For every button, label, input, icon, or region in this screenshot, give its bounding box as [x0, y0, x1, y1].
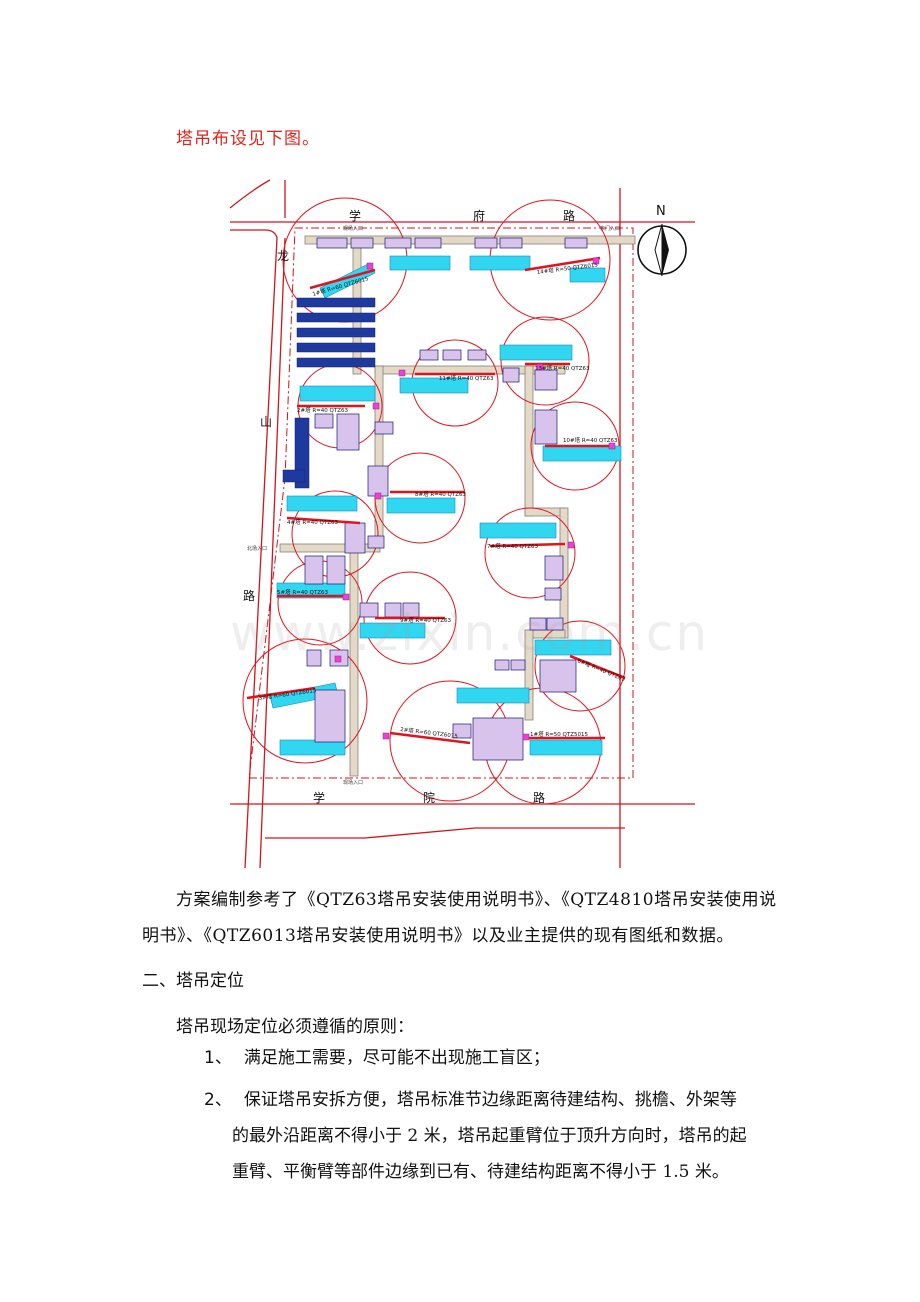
list-text-line-2: 的最外沿距离不得小于 2 米，塔吊起重臂位于顶升方向时，塔吊的起	[232, 1126, 747, 1146]
crane-label: 4#塔 R=40 QTZ63	[287, 518, 338, 526]
road-bottom-char-2: 院	[423, 791, 435, 805]
list-text-line-3: 重臂、平衡臂等部件边缘到已有、待建结构距离不得小于 1.5 米。	[232, 1162, 729, 1182]
crane-label: 2#塔 R=40 QTZ63	[297, 406, 348, 414]
road-top-char-3: 路	[563, 208, 575, 223]
north-label: N	[656, 204, 666, 219]
principle-intro: 塔吊现场定位必须遵循的原则：	[176, 1017, 414, 1037]
list-item: 2、保证塔吊安拆方便，塔吊标准节边缘距离待建结构、挑檐、外架等 的最外沿距离不得…	[204, 1082, 794, 1190]
site-plan-drawing: N 学 府 路 龙 山 路 学 院 路 现场入口 东门入口 北场入口 现场入口 …	[229, 179, 695, 868]
road-top-char-2: 府	[473, 208, 485, 223]
crane-label: 1#塔 R=50 QTZ5015	[530, 730, 588, 738]
list-text: 满足施工需要，尽可能不出现施工盲区；	[243, 1048, 550, 1068]
road-top-char-1: 学	[349, 208, 361, 223]
road-left-char-1: 龙	[277, 249, 289, 263]
crane-label: 7#塔 R=40 QTZ63	[487, 542, 538, 550]
crane-label: 10#塔 R=40 QTZ63	[563, 436, 618, 444]
road-left-char-2: 山	[260, 415, 272, 429]
list-number: 1、	[204, 1048, 232, 1068]
road-bottom-char-1: 学	[313, 790, 325, 805]
list-number: 2、	[204, 1090, 232, 1110]
crane-label: 8#塔 R=40 QTZ63	[415, 490, 466, 498]
entrance-label: 现场入口	[343, 779, 363, 786]
crane-label: 13#塔 R=40 QTZ63	[535, 364, 590, 372]
watermark: www.zixin.com.cn	[230, 604, 710, 662]
list-item: 1、满足施工需要，尽可能不出现施工盲区；	[204, 1040, 794, 1076]
reference-paragraph: 方案编制参考了《QTZ63塔吊安装使用说明书》、《QTZ4810塔吊安装使用说明…	[142, 890, 777, 946]
entrance-label: 北场入口	[247, 545, 267, 552]
list-text-line-1: 保证塔吊安拆方便，塔吊标准节边缘距离待建结构、挑檐、外架等	[243, 1090, 737, 1110]
section-heading: 二、塔吊定位	[142, 971, 244, 991]
crane-label: 9#塔 R=40 QTZ63	[400, 616, 451, 624]
road-bottom-char-3: 路	[533, 790, 545, 805]
entrance-label: 东门入口	[600, 225, 620, 232]
crane-label: 5#塔 R=40 QTZ63	[277, 588, 328, 596]
crane-label: 11#塔 R=40 QTZ63	[439, 374, 494, 382]
intro-text: 塔吊布设见下图。	[176, 129, 320, 149]
road-left-char-3: 路	[243, 588, 255, 603]
entrance-label: 现场入口	[343, 225, 363, 232]
north-arrow-icon	[637, 223, 687, 277]
